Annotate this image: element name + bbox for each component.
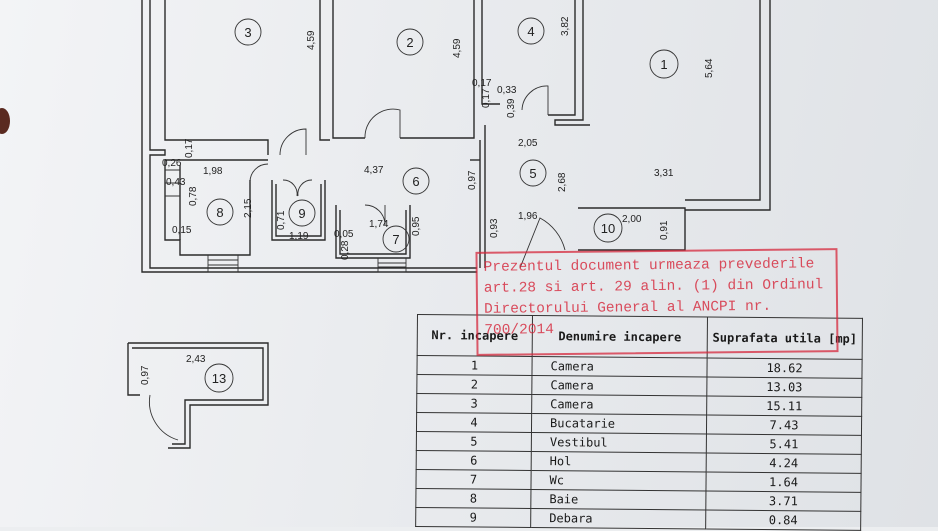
cell-room-number: 9 — [415, 507, 531, 528]
plan-doors — [149, 85, 566, 441]
room-number-10: 10 — [601, 221, 615, 236]
cell-room-name: Hol — [531, 451, 707, 473]
dim-label: 0,17 — [184, 138, 195, 158]
room-number-2: 2 — [406, 35, 413, 50]
room-number-9: 9 — [298, 206, 305, 221]
cell-room-number: 8 — [415, 488, 531, 509]
room-number-5: 5 — [529, 166, 536, 181]
room-number-7: 7 — [392, 232, 399, 247]
cell-room-area: 18.62 — [706, 358, 863, 379]
room-circle-1 — [649, 49, 679, 79]
cell-room-area: 3.71 — [705, 491, 861, 512]
dim-label: 3,31 — [654, 168, 674, 179]
stamp-line: art.28 si art. 29 alin. (1) din Ordinul — [483, 277, 824, 297]
dim-label: 4,37 — [364, 165, 384, 176]
dim-label: 0,91 — [659, 220, 670, 240]
dim-label: 4,59 — [306, 30, 317, 50]
cell-room-area: 0.84 — [705, 510, 861, 531]
dimension-labels: 4,59 4,59 3,82 5,64 0,17 0,33 0,17 0,39 … — [140, 16, 715, 385]
room-circle-7 — [382, 225, 410, 253]
dim-label: 2,43 — [186, 354, 206, 365]
cell-room-number: 1 — [416, 355, 533, 376]
room-circle-10 — [593, 213, 623, 243]
punch-hole — [0, 108, 10, 134]
cell-room-name: Wc — [530, 470, 707, 492]
room-circle-13 — [204, 363, 234, 393]
dim-label: 0,39 — [506, 98, 517, 118]
dim-label: 2,15 — [243, 198, 254, 218]
dim-label: 0,26 — [162, 158, 182, 169]
room-numbers: 3 2 4 1 6 5 8 9 7 10 13 — [204, 17, 679, 393]
official-stamp: Prezentul document urmeaza prevederile a… — [475, 248, 839, 356]
cell-room-name: Camera — [531, 356, 708, 378]
room-number-1: 1 — [660, 57, 667, 72]
dim-label: 0,15 — [172, 225, 192, 236]
cell-room-name: Camera — [531, 375, 707, 397]
room-circle-2 — [396, 28, 424, 56]
cell-room-number: 3 — [416, 393, 532, 414]
cell-room-number: 5 — [416, 431, 532, 452]
room-circle-9 — [288, 199, 316, 227]
dim-label: 2,00 — [622, 214, 642, 225]
dim-label: 1,19 — [289, 231, 309, 242]
room-circle-5 — [519, 159, 547, 187]
dim-label: 0,17 — [472, 78, 492, 89]
dim-label: 0,71 — [276, 210, 287, 230]
room-circle-6 — [402, 167, 430, 195]
dim-label: 0,28 — [340, 240, 351, 260]
dim-label: 3,82 — [560, 16, 571, 36]
dim-label: 2,68 — [557, 172, 568, 192]
dim-label: 2,05 — [518, 138, 538, 149]
cell-room-name: Debara — [530, 508, 706, 530]
cell-room-area: 13.03 — [706, 377, 862, 398]
cell-room-number: 6 — [416, 450, 532, 471]
stamp-line: 700/2014 — [484, 322, 554, 339]
plan-walls — [127, 0, 771, 449]
dim-label: 0,97 — [467, 170, 478, 190]
cell-room-area: 5.41 — [706, 434, 862, 455]
room-circle-4 — [517, 17, 545, 45]
cell-room-number: 4 — [416, 412, 532, 433]
dim-label: 0,95 — [411, 216, 422, 236]
room-number-8: 8 — [216, 205, 223, 220]
cell-room-name: Baie — [530, 489, 706, 511]
dim-label: 0,43 — [166, 177, 186, 188]
room-circle-8 — [206, 198, 234, 226]
cell-room-name: Vestibul — [531, 432, 707, 454]
room-number-13: 13 — [212, 371, 226, 386]
cell-room-number: 2 — [416, 374, 532, 395]
dim-label: 4,59 — [452, 38, 463, 58]
room-number-4: 4 — [527, 24, 534, 39]
room-number-6: 6 — [412, 174, 419, 189]
dim-label: 0,78 — [188, 186, 199, 206]
room-circle-3 — [234, 18, 262, 46]
cell-room-name: Bucatarie — [531, 413, 707, 435]
dim-label: 0,97 — [140, 365, 151, 385]
cell-room-area: 15.11 — [706, 396, 862, 417]
dim-label: 0,93 — [489, 218, 500, 238]
cell-room-area: 7.43 — [706, 415, 862, 436]
cell-room-name: Camera — [531, 394, 707, 416]
dim-label: 1,96 — [518, 211, 538, 222]
cell-room-area: 4.24 — [706, 453, 862, 474]
dim-label: 1,74 — [369, 219, 389, 230]
dim-label: 0,05 — [334, 229, 354, 240]
cell-room-area: 1.64 — [705, 472, 862, 493]
dim-label: 0,33 — [497, 85, 517, 96]
dim-label: 1,98 — [203, 166, 223, 177]
room-number-3: 3 — [244, 25, 251, 40]
dim-label: 5,64 — [704, 58, 715, 78]
cell-room-number: 7 — [415, 469, 532, 490]
dim-label: 0,17 — [481, 88, 492, 108]
